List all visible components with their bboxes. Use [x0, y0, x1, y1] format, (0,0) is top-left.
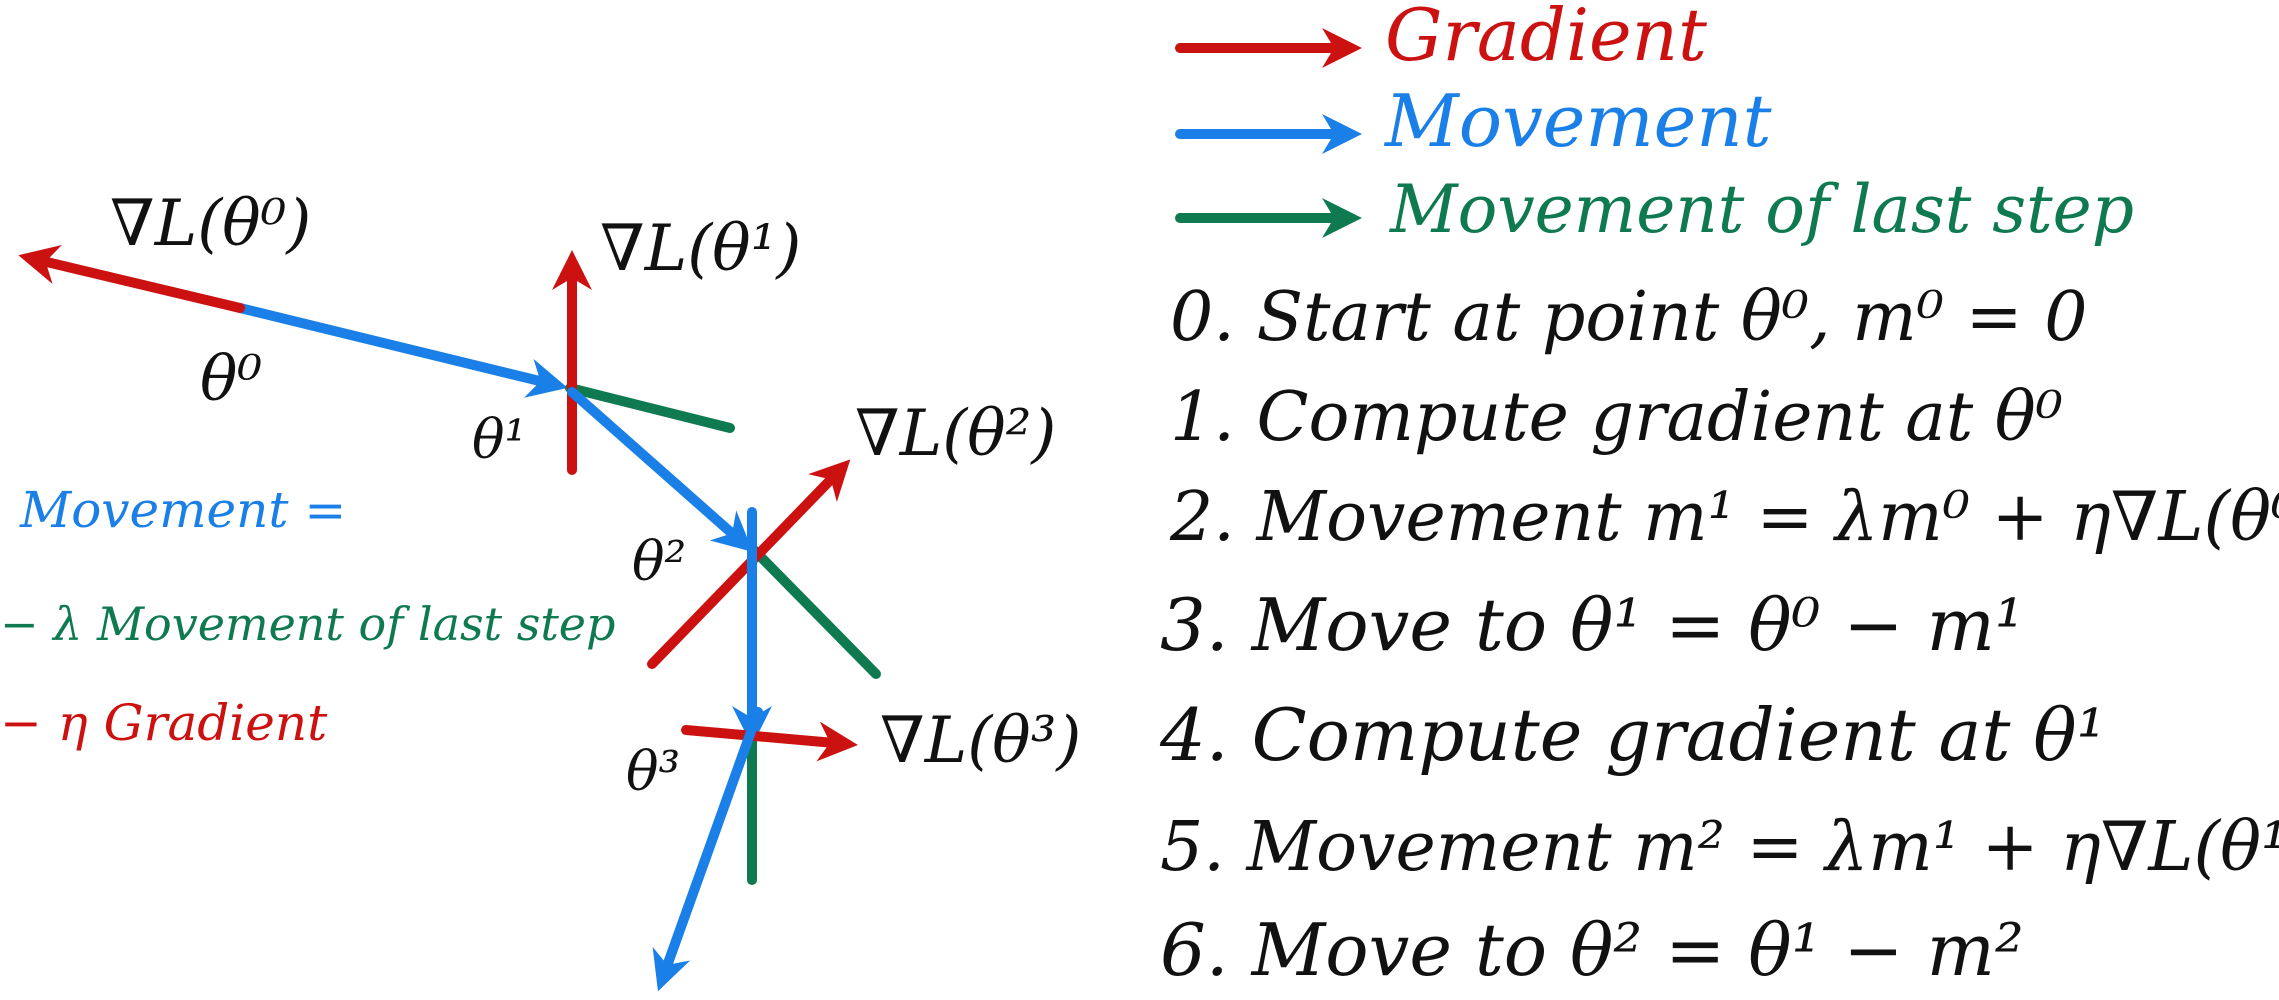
step-0: 0. Start at point θ⁰, m⁰ = 0: [1170, 278, 2087, 357]
vector-diagram: ∇L(θ⁰) ∇L(θ¹) ∇L(θ²) ∇L(θ³) θ⁰ θ¹ θ² θ³: [18, 187, 1081, 992]
formula-line-movement: Movement =: [19, 481, 346, 539]
label-grad-theta1: ∇L(θ¹): [600, 212, 801, 286]
movement-formula: Movement = − λ Movement of last step − η…: [0, 481, 615, 752]
legend-movement-label: Movement: [1383, 79, 1773, 163]
last-step-segment-1: [565, 383, 735, 433]
label-theta0: θ⁰: [200, 342, 262, 415]
step-1: 1. Compute gradient at θ⁰: [1170, 378, 2063, 457]
legend-gradient-label: Gradient: [1385, 0, 1708, 77]
label-theta3: θ³: [626, 740, 680, 803]
step-5: 5. Movement m² = λm¹ + η∇L(θ¹): [1160, 808, 2279, 887]
step-6: 6. Move to θ² = θ¹ − m²: [1160, 908, 2024, 992]
last-step-segment-2: [747, 543, 881, 679]
label-theta1: θ¹: [472, 408, 526, 471]
formula-line-last-step: − λ Movement of last step: [0, 597, 615, 651]
gradient-arrow-theta0: [18, 245, 245, 313]
label-grad-theta0: ∇L(θ⁰): [110, 187, 311, 261]
legend-last-step-label: Movement of last step: [1389, 171, 2134, 248]
algorithm-steps: 0. Start at point θ⁰, m⁰ = 0 1. Compute …: [1159, 278, 2279, 992]
movement-arrow-1: [235, 303, 568, 398]
step-4: 4. Compute gradient at θ¹: [1159, 693, 2106, 777]
legend: Gradient Movement Movement of last step: [1175, 0, 2134, 248]
label-grad-theta3: ∇L(θ³): [880, 704, 1081, 778]
gradient-arrow-theta3: [681, 721, 858, 762]
movement-arrow-2: [567, 387, 753, 552]
formula-line-gradient: − η Gradient: [0, 694, 328, 752]
label-theta2: θ²: [632, 530, 686, 593]
step-3: 3. Move to θ¹ = θ⁰ − m¹: [1160, 583, 2024, 667]
label-grad-theta2: ∇L(θ²): [855, 397, 1056, 471]
step-2: 2. Movement m¹ = λm⁰ + η∇L(θ⁰): [1169, 478, 2279, 557]
movement-arrow-4: [652, 707, 763, 992]
